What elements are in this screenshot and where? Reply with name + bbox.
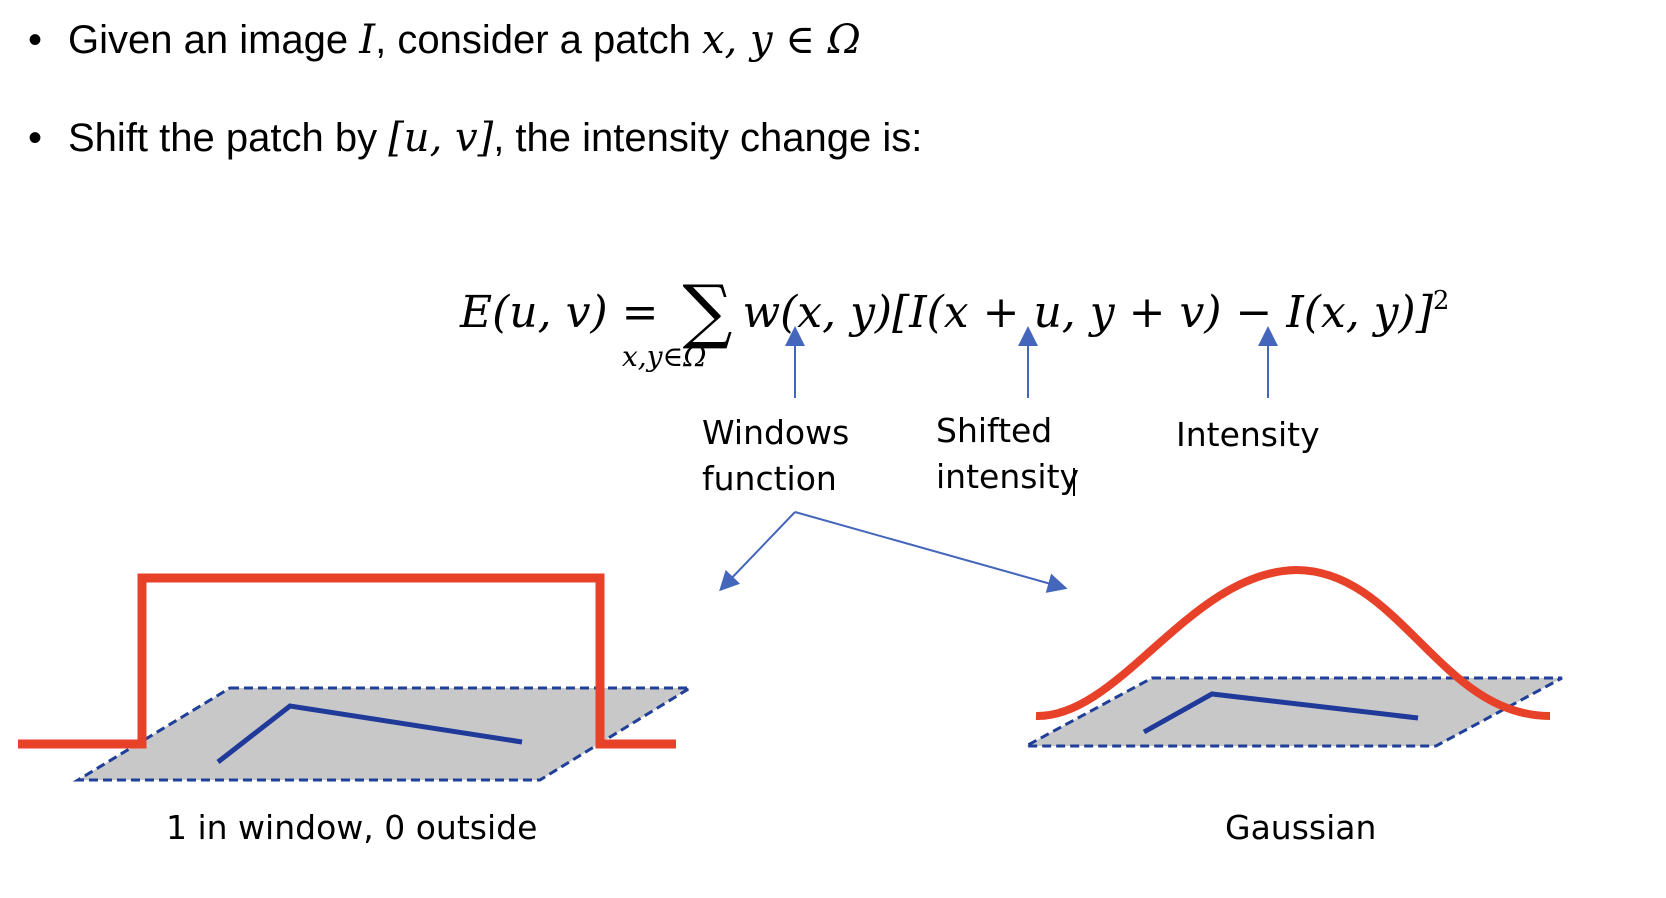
edge-line-right [1142,691,1419,735]
bullet-dot: • [28,116,43,160]
box-window-illustration [18,573,696,782]
equation-lhs: E(u, v) = [460,287,673,338]
caption-gaussian-window: Gaussian [1225,808,1377,847]
bullet-dot: • [28,18,43,62]
bullet-text: , consider a patch [375,18,702,62]
summation-subscript: x,y∈Ω [622,340,707,373]
bullet-text: Shift the patch by [68,116,389,160]
equation-exponent: 2 [1432,286,1450,316]
image-plane-right [1025,676,1563,748]
edge-line-left [216,703,523,764]
intensity-change-equation: E(u, v) = ∑w(x, y)[I(x + u, y + v) − I(x… [460,268,1450,346]
arrow-to-box-window [719,511,796,592]
label-intensity: Intensity [1176,415,1320,454]
arrow-to-gaussian-window [794,511,1068,593]
equation-body: w(x, y)[I(x + u, y + v) − I(x, y)] [742,287,1433,338]
gaussian-window-curve [1035,565,1551,721]
label-shifted-intensity: Shifted intensity [936,411,1080,496]
math-image-symbol: I [359,17,376,63]
math-shift-vector: [u, v] [388,115,494,161]
bullet-given-image: • Given an image I, consider a patch x, y… [28,20,861,60]
summation-sign: ∑ [682,270,733,352]
bullet-text: , the intensity change is: [493,116,923,160]
math-patch-domain: x, y ∈ Ω [701,17,861,63]
gaussian-window-illustration [1025,565,1563,748]
image-plane-left [72,686,696,782]
bullet-text: Given an image [68,18,360,62]
label-windows-function: Windows function [702,413,850,498]
caption-box-window: 1 in window, 0 outside [166,808,538,847]
bullet-shift-patch: • Shift the patch by [u, v], the intensit… [28,118,922,158]
box-window-curve [18,573,676,749]
